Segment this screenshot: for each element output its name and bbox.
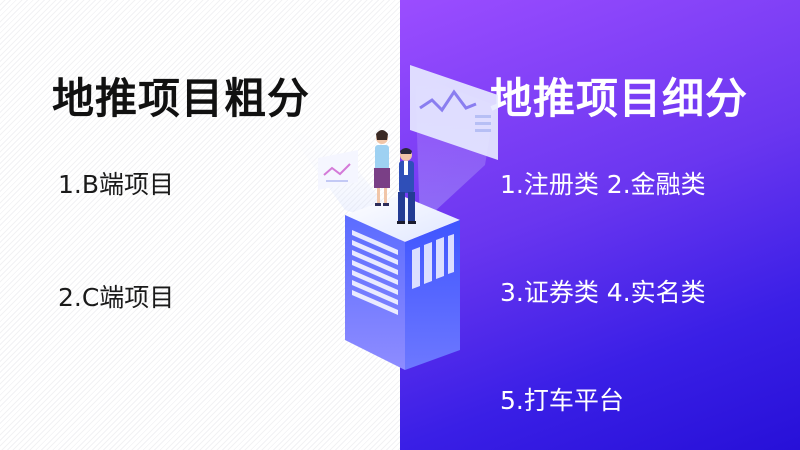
right-item-row-2: 3.证券类 4.实名类	[500, 278, 706, 307]
right-title: 地推项目细分	[490, 74, 749, 123]
server-illustration	[280, 65, 498, 370]
left-title: 地推项目粗分	[52, 74, 311, 123]
right-item-row-3: 5.打车平台	[500, 386, 624, 415]
businessman-figure-icon	[397, 148, 416, 224]
right-item-row-1: 1.注册类 2.金融类	[500, 170, 706, 199]
right-panel	[400, 0, 800, 450]
left-panel	[0, 0, 400, 450]
businesswoman-figure-icon	[374, 130, 390, 206]
left-item-b2c: 2.C端项目	[58, 283, 175, 312]
floating-chart-panel-icon	[410, 65, 498, 160]
left-item-b2b: 1.B端项目	[58, 170, 175, 199]
floating-analytics-card-icon	[318, 150, 358, 190]
